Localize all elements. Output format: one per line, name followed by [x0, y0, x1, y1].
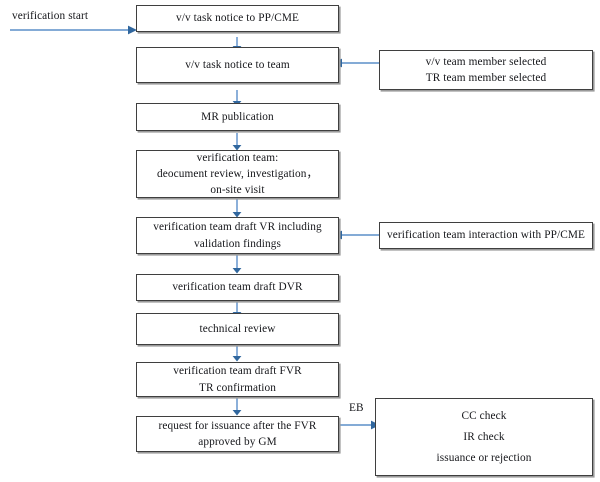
node-line: v/v task notice to team	[185, 58, 290, 71]
node-line: verification team interaction with PP/CM…	[387, 229, 585, 242]
node-line: verification team draft FVR	[173, 365, 302, 378]
node-line: CC check	[461, 409, 507, 422]
arrow-s1-to-n2	[333, 57, 381, 69]
node-line: verification team:	[196, 151, 279, 164]
node-line: MR publication	[201, 110, 274, 123]
arrow-n8-to-n9	[231, 396, 243, 416]
arrow-start-to-n1	[10, 24, 138, 36]
node-vv-task-notice-ppcme[interactable]: v/v task notice to PP/CME	[136, 5, 339, 32]
node-vv-task-notice-team[interactable]: v/v task notice to team	[136, 47, 339, 83]
node-line: TR team member selected	[425, 72, 547, 84]
node-draft-fvr[interactable]: verification team draft FVR TR confirmat…	[136, 362, 339, 397]
node-technical-review[interactable]: technical review	[136, 313, 339, 345]
edge-label-eb: EB	[349, 402, 364, 414]
node-line: v/v team member selected	[425, 55, 547, 68]
node-team-members-selected[interactable]: v/v team member selected TR team member …	[379, 50, 593, 90]
node-draft-vr[interactable]: verification team draft VR including val…	[136, 217, 339, 254]
node-line: v/v task notice to PP/CME	[175, 12, 299, 25]
node-line: deocument review, investigation，	[157, 167, 318, 180]
node-draft-dvr[interactable]: verification team draft DVR	[136, 274, 339, 301]
verification-start-label: verification start	[12, 10, 89, 22]
node-line: IR check	[463, 430, 505, 443]
arrow-n9-to-s3	[338, 419, 380, 431]
node-line: TR confirmation	[198, 381, 277, 394]
node-mr-publication[interactable]: MR publication	[136, 103, 339, 131]
arrow-n3-to-n4	[231, 133, 243, 151]
node-line: verification team draft VR including	[153, 221, 322, 234]
arrow-n5-to-n6	[231, 255, 243, 274]
node-line: issuance or rejection	[436, 452, 532, 465]
node-request-issuance[interactable]: request for issuance after the FVR appro…	[136, 416, 339, 452]
arrow-n7-to-n8	[231, 344, 243, 362]
node-verification-team-activities[interactable]: verification team: deocument review, inv…	[136, 150, 339, 198]
node-team-interaction-ppcme[interactable]: verification team interaction with PP/CM…	[379, 222, 593, 249]
arrow-n4-to-n5	[231, 199, 243, 218]
node-line: on-site visit	[210, 184, 265, 197]
node-cc-ir-issuance[interactable]: CC check IR check issuance or rejection	[375, 398, 593, 476]
arrow-s2-to-n5	[333, 229, 381, 241]
node-line: verification team draft DVR	[172, 281, 303, 294]
node-line: validation findings	[194, 237, 281, 250]
node-line: approved by GM	[198, 436, 277, 448]
node-line: technical review	[199, 322, 276, 335]
node-line: request for issuance after the FVR	[158, 419, 317, 432]
